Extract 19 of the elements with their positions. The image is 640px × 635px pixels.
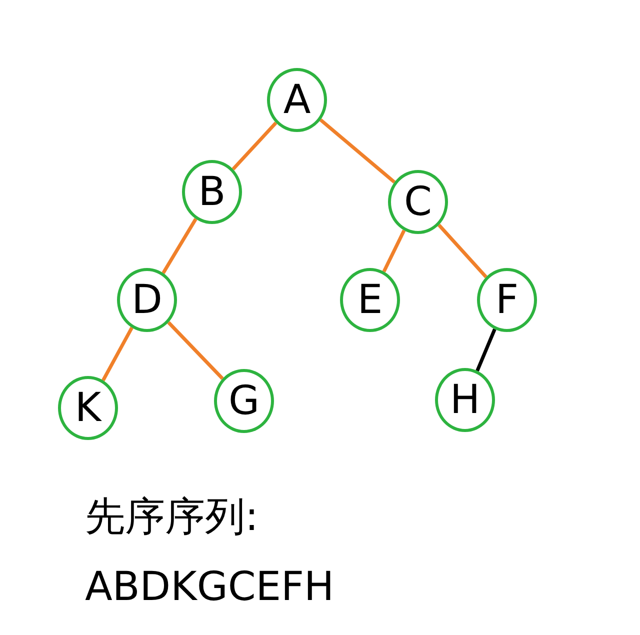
edge-line — [438, 224, 488, 278]
edge-line — [382, 230, 406, 272]
edge-line — [319, 118, 396, 184]
edge-line — [476, 328, 496, 372]
tree-node: B — [182, 160, 242, 224]
tree-node: H — [435, 368, 495, 432]
sequence-text: ABDKGCEFH — [85, 565, 334, 609]
edge-line — [162, 218, 198, 274]
edge-line — [232, 122, 278, 170]
tree-node: K — [58, 376, 118, 440]
tree-node: F — [477, 268, 537, 332]
edge-line — [167, 321, 224, 380]
tree-node: E — [340, 268, 400, 332]
tree-node: D — [117, 268, 177, 332]
edge-line — [102, 326, 134, 382]
tree-node: C — [388, 170, 448, 234]
heading-text: 先序序列: — [85, 495, 258, 539]
tree-node: G — [214, 369, 274, 433]
tree-node: A — [267, 68, 327, 132]
